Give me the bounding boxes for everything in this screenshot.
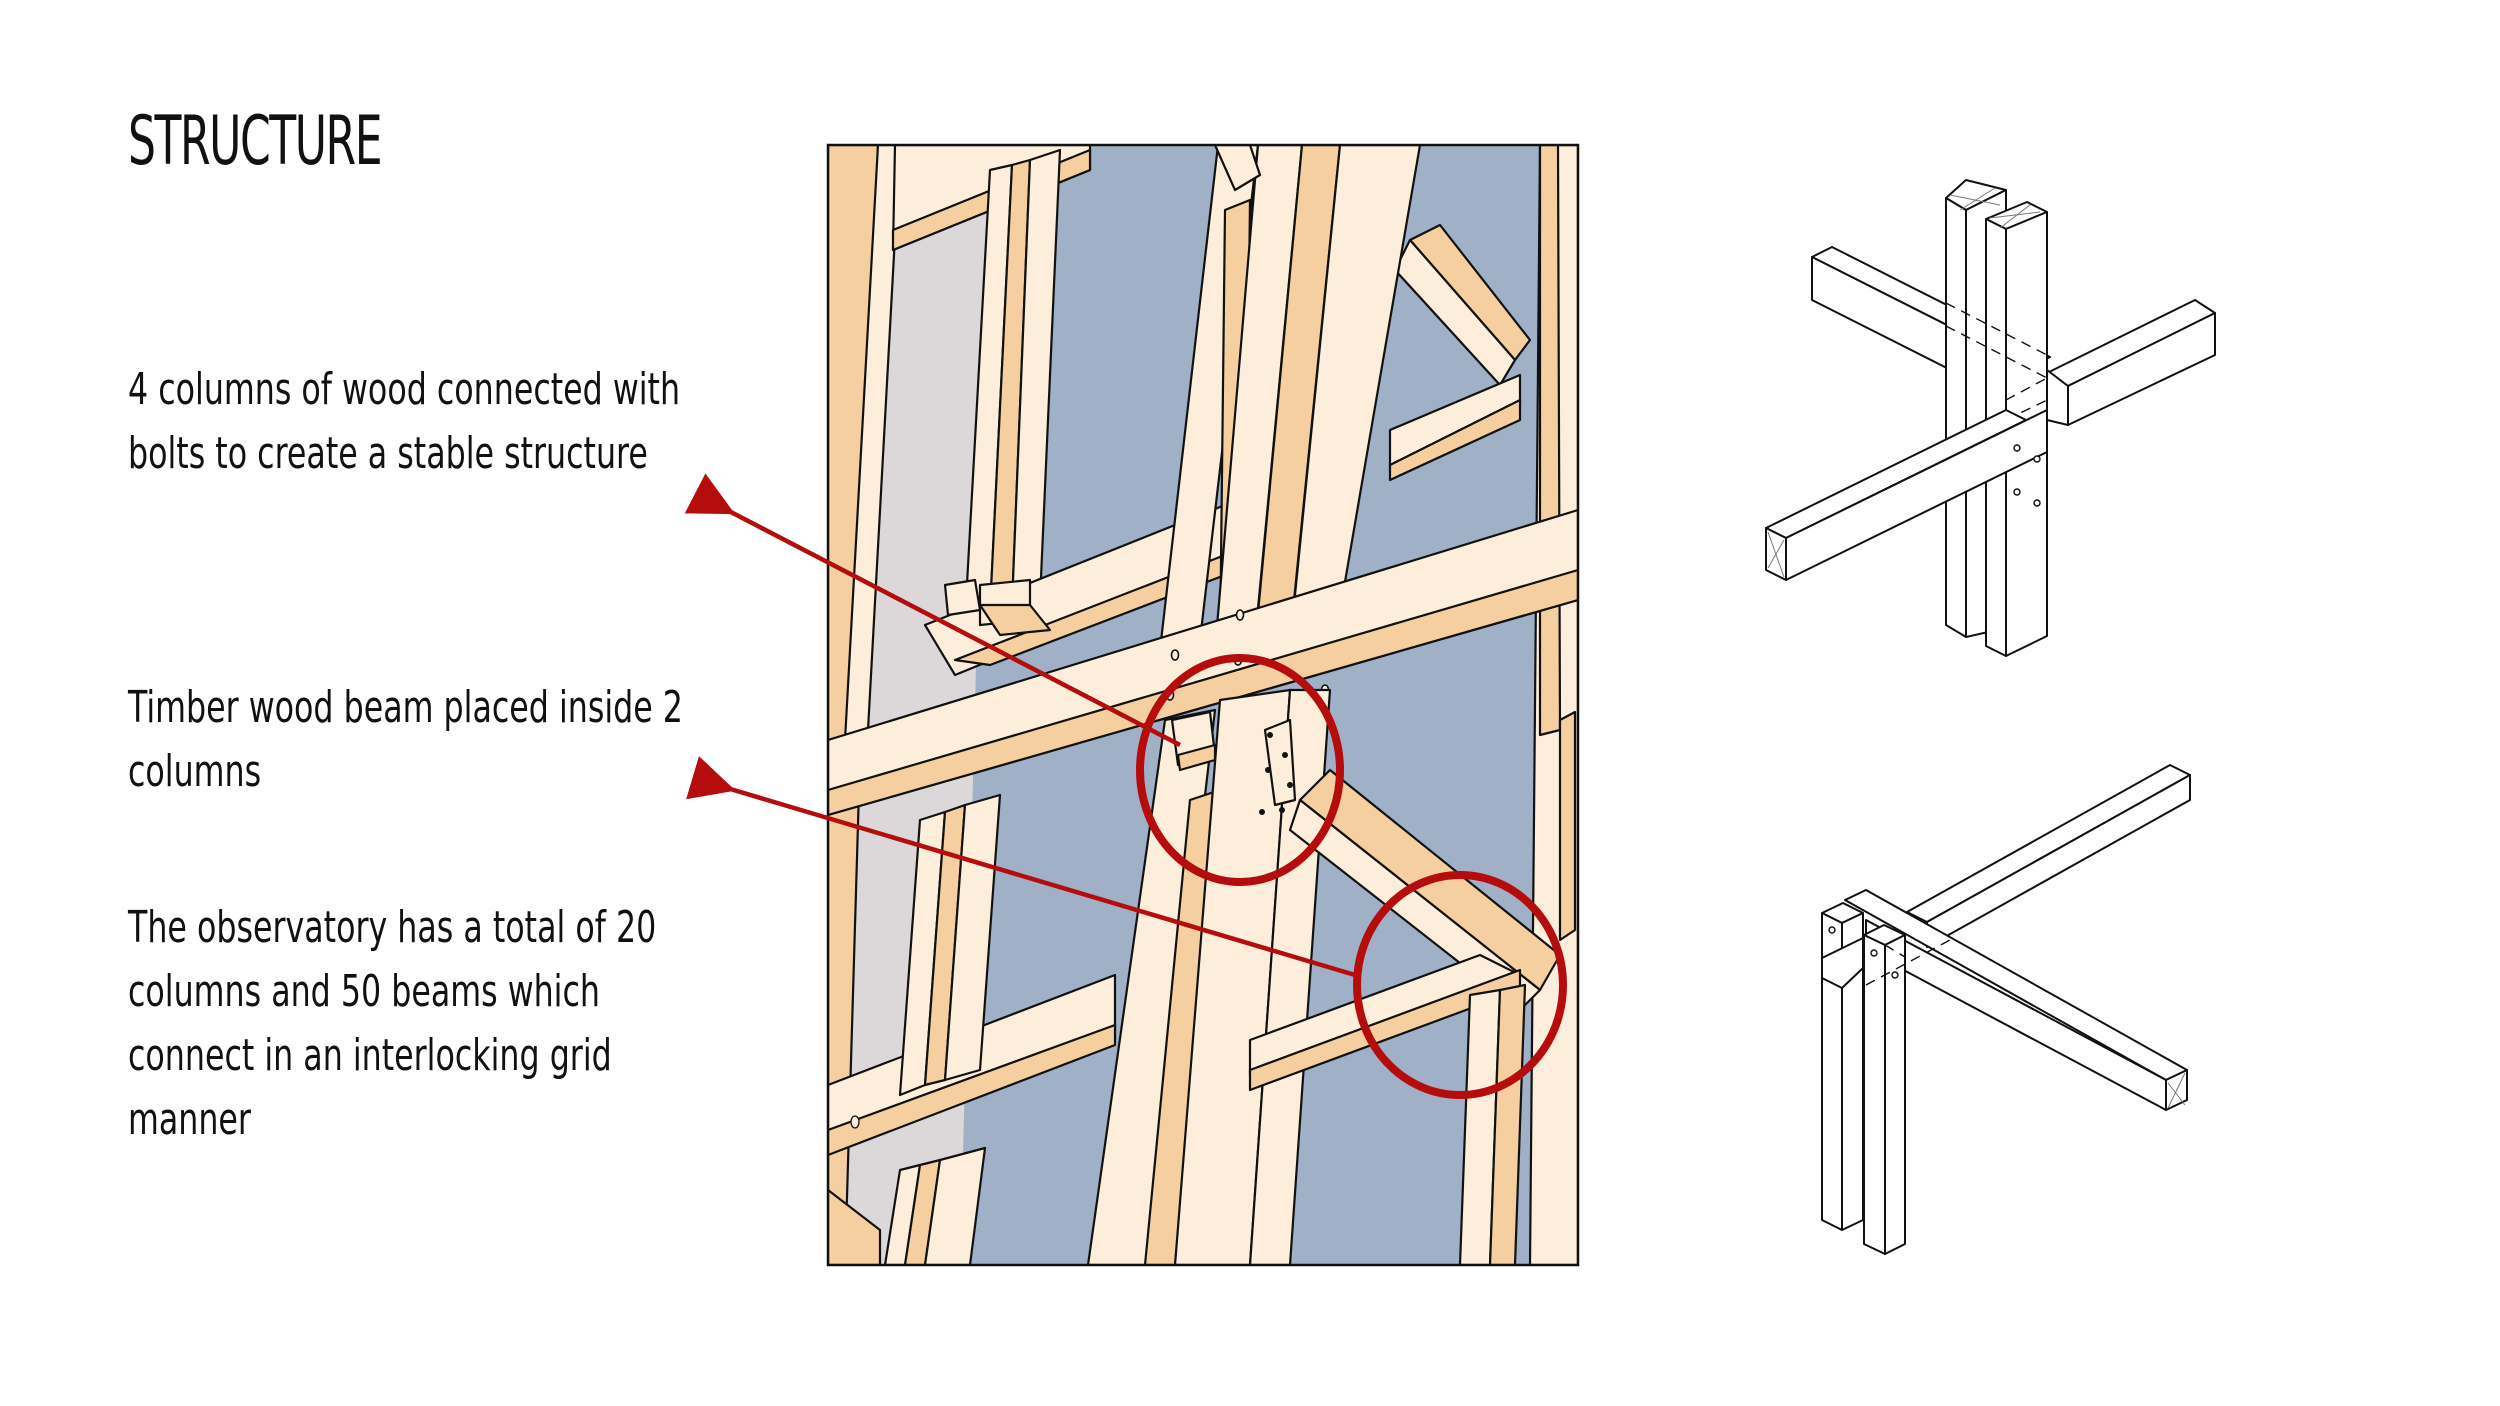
iso-bottom-joint	[1821, 764, 2191, 1255]
callout-2	[686, 756, 1567, 1099]
highlight-circle-2	[1353, 871, 1567, 1099]
note-totals: The observatory has a total of 20 column…	[128, 902, 657, 1145]
note-columns-bolts: 4 columns of wood connected with bolts t…	[128, 364, 681, 479]
note-beam-inside-columns: Timber wood beam placed inside 2 columns	[128, 682, 683, 797]
arrow-to-note-2	[686, 756, 1356, 978]
callout-1	[684, 473, 1344, 886]
arrow-to-note-1	[684, 473, 1182, 747]
drawing-frame	[826, 143, 1580, 1267]
highlight-circle-1	[1136, 654, 1344, 886]
page-title: STRUCTURE	[128, 102, 383, 181]
iso-top-joint	[1765, 179, 2216, 657]
